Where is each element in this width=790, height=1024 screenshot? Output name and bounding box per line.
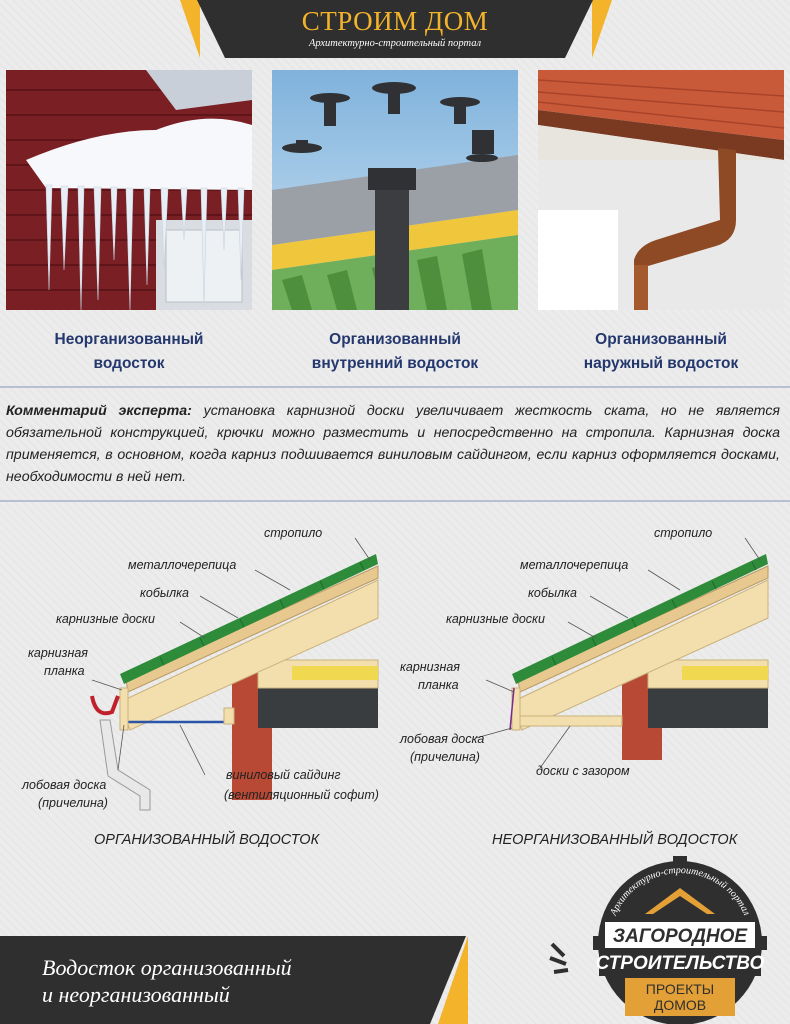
comment-lead: Комментарий эксперта:: [6, 403, 192, 419]
footer-title: Водосток организованный и неорганизованн…: [42, 954, 292, 1008]
footer-banner: [0, 936, 466, 1024]
caption-line: Неорганизованный: [54, 331, 204, 348]
badge-line3: ПРОЕКТЫ: [646, 981, 714, 997]
caption-unorganized: Неорганизованный водосток: [6, 328, 252, 376]
label-fascia-1: лобовая доска: [22, 778, 107, 792]
badge-line1: ЗАГОРОДНОЕ: [613, 926, 749, 947]
label-fascia-1: лобовая доска: [400, 732, 485, 746]
header-accent-right: [592, 0, 612, 58]
label-rafter: стропило: [654, 526, 713, 540]
caption-line: Организованный: [595, 331, 727, 348]
badge-line4: ДОМОВ: [654, 997, 706, 1013]
brand-logo: Архитектурно-строительный портал ЗАГОРОД…: [585, 848, 775, 1024]
label-rafter: стропило: [264, 526, 323, 540]
label-siding-1: виниловый сайдинг: [226, 768, 341, 782]
label-fascia-2: (причелина): [410, 750, 480, 764]
site-subtitle: Архитектурно-строительный портал: [308, 38, 482, 49]
caption-line: внутренний водосток: [311, 355, 479, 372]
caption-external: Организованный наружный водосток: [538, 328, 784, 376]
label-fascia-2: (причелина): [38, 796, 108, 810]
diagram-organized: стропило металлочерепица кобылка карнизн…: [0, 520, 400, 820]
diagram-title-organized: ОРГАНИЗОВАННЫЙ ВОДОСТОК: [94, 832, 320, 848]
caption-line: наружный водосток: [583, 355, 739, 372]
badge-line2: СТРОИТЕЛЬСТВО: [596, 953, 765, 974]
label-eave-strip-1: карнизная: [400, 660, 460, 674]
slash-marks-icon: [549, 942, 569, 974]
photo-internal: [272, 70, 518, 310]
footer-line: и неорганизованный: [42, 982, 230, 1007]
photo-external: [538, 70, 784, 310]
site-title: СТРОИМ ДОМ: [301, 6, 489, 36]
label-kobylka: кобылка: [140, 586, 189, 600]
label-eave-strip-2: планка: [418, 678, 459, 692]
label-eave-boards: карнизные доски: [56, 612, 155, 626]
label-eave-strip-1: карнизная: [28, 646, 88, 660]
caption-line: Организованный: [329, 331, 461, 348]
label-kobylka: кобылка: [528, 586, 577, 600]
footer-line: Водосток организованный: [42, 955, 292, 980]
caption-line: водосток: [93, 355, 165, 372]
caption-internal: Организованный внутренний водосток: [272, 328, 518, 376]
expert-comment: Комментарий эксперта: установка карнизно…: [6, 400, 780, 488]
diagram-unorganized: стропило металлочерепица кобылка карнизн…: [400, 520, 790, 820]
footer-accent: [438, 936, 468, 1024]
label-eave-strip-2: планка: [44, 664, 85, 678]
divider-bottom: [0, 500, 790, 502]
label-metal-tile: металлочерепица: [520, 558, 629, 572]
header-accent-left: [180, 0, 200, 58]
label-metal-tile: металлочерепица: [128, 558, 237, 572]
label-gap-boards: доски с зазором: [536, 764, 630, 778]
diagram-title-unorganized: НЕОРГАНИЗОВАННЫЙ ВОДОСТОК: [492, 832, 738, 848]
header-banner: СТРОИМ ДОМ Архитектурно-строительный пор…: [197, 0, 593, 58]
divider-top: [0, 386, 790, 388]
photo-unorganized: [6, 70, 252, 310]
label-eave-boards: карнизные доски: [446, 612, 545, 626]
comment-text: установка карнизной доски увеличивает же…: [6, 403, 780, 485]
label-siding-2: (вентиляционный софит): [224, 788, 379, 802]
